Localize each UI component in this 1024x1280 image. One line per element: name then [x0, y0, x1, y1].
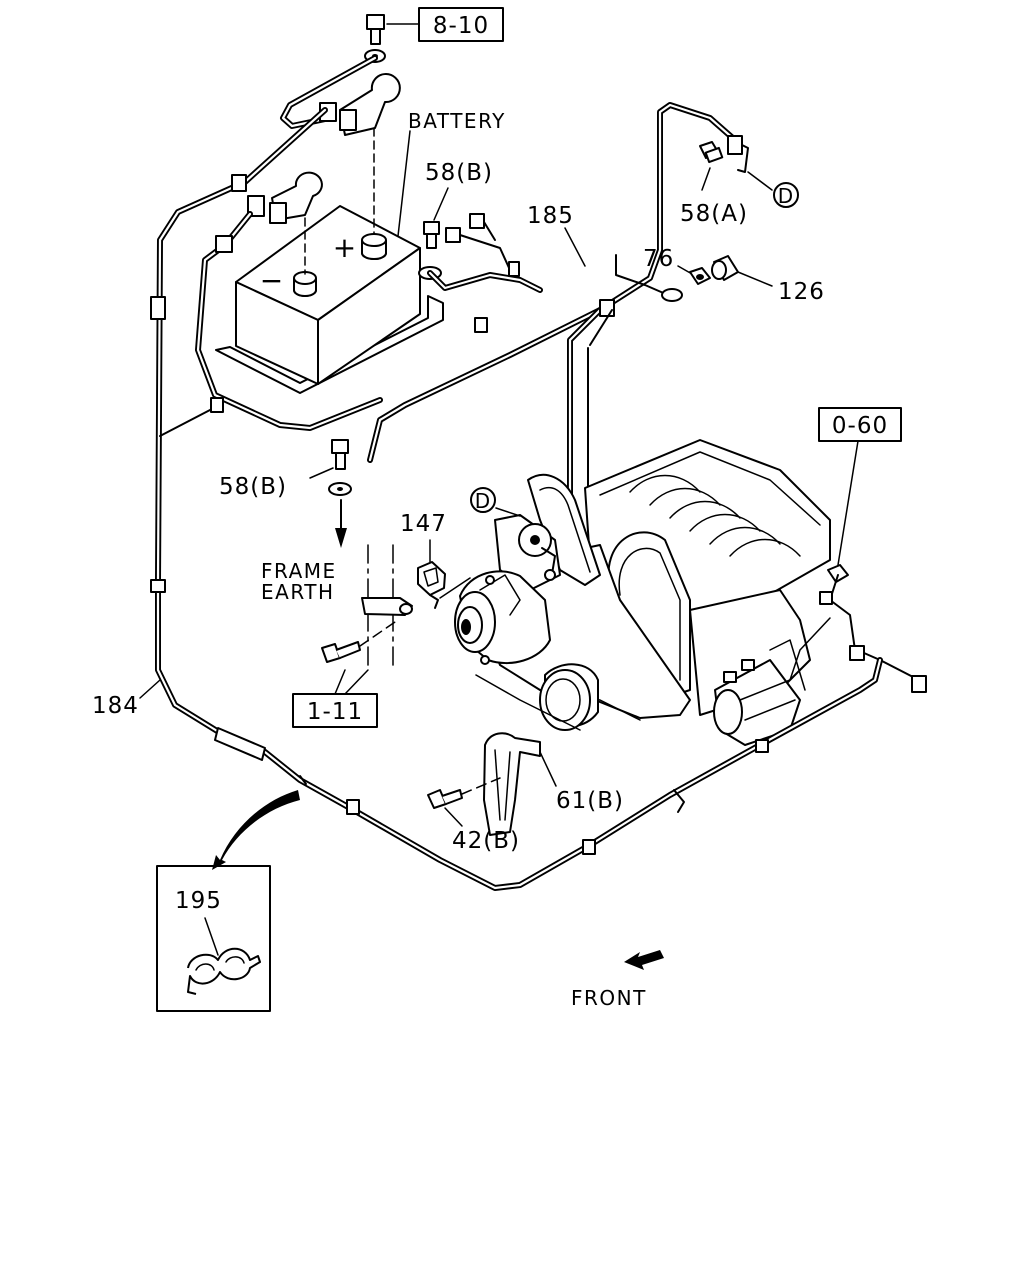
bolt-icon	[423, 221, 440, 249]
bolt-icon	[699, 141, 724, 164]
detail-box	[156, 865, 271, 1012]
ref-0-60-label: 0-60	[832, 413, 888, 439]
harness-184-label: 184	[92, 679, 161, 719]
starter-harness	[214, 574, 927, 891]
bolt-icon	[321, 641, 361, 663]
p76-label: 76	[643, 246, 674, 272]
battery-label: BATTERY	[408, 109, 506, 133]
detail-inset-195: 195	[156, 790, 300, 1012]
frame-label: FRAME	[261, 559, 337, 583]
ref-1-11-label: 1-11	[307, 699, 363, 725]
earth-label: EARTH	[261, 580, 335, 604]
battery: + − BATTERY	[215, 109, 506, 394]
ref-box-0-60	[818, 407, 902, 442]
detail-arrow	[212, 790, 300, 870]
ref-8-10-group: 8-10	[364, 7, 504, 63]
harness-185: D 185	[367, 102, 799, 501]
ref-8-10-label: 8-10	[433, 13, 489, 39]
conn-d-engine-label: D	[475, 489, 491, 513]
battery-cables	[150, 55, 401, 737]
p184-label: 184	[92, 693, 139, 719]
p147-label: 147	[400, 511, 447, 537]
p58b-left-label: 58(B)	[219, 474, 287, 500]
p195-label: 195	[175, 888, 222, 914]
engine: D	[454, 439, 831, 746]
bracket-group: 147 1-11	[292, 511, 471, 728]
nut-icon	[827, 564, 849, 583]
p42b-label: 42(B)	[452, 828, 520, 854]
bolt-icon	[331, 439, 349, 470]
nut-icon	[689, 267, 711, 285]
positive-terminal	[361, 233, 387, 260]
starter	[713, 659, 801, 746]
right-fasteners: 58(A) 76 126	[643, 141, 825, 305]
minus-sign: −	[260, 264, 284, 297]
clip-icon	[187, 947, 261, 995]
bolt-icon	[366, 14, 385, 45]
negative-terminal	[293, 271, 317, 297]
bolt-icon	[427, 789, 463, 809]
p58b-top-label: 58(B)	[425, 160, 493, 186]
earth-arrow	[335, 528, 347, 548]
alternator	[454, 570, 551, 665]
ref-0-60-group: 0-60	[818, 407, 902, 583]
p61b-label: 61(B)	[556, 788, 624, 814]
front-arrow-icon	[624, 950, 664, 970]
clip-icon	[417, 561, 446, 596]
conn-d-top-label: D	[778, 184, 794, 208]
frame-earth-group: 58(B) FRAME EARTH	[219, 439, 352, 604]
plus-sign: +	[333, 231, 357, 264]
bracket-61b: 61(B) 42(B)	[427, 732, 624, 854]
cap-126	[711, 255, 739, 281]
p58a-label: 58(A)	[680, 201, 748, 227]
p185-label: 185	[527, 203, 574, 229]
p126-label: 126	[778, 279, 825, 305]
front-label: FRONT	[571, 986, 647, 1010]
washer-icon	[661, 288, 683, 302]
front-indicator: FRONT	[571, 950, 664, 1010]
